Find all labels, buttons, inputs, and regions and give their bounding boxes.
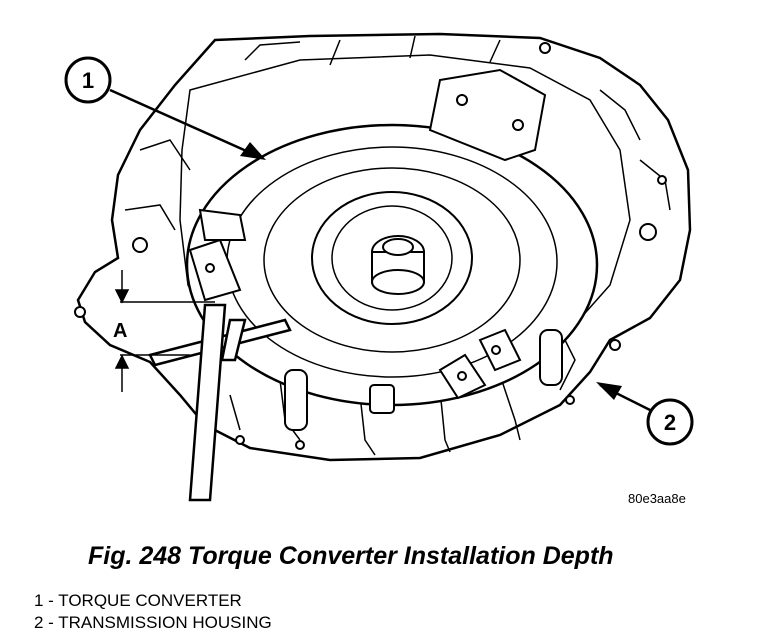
image-code: 80e3aa8e — [628, 491, 686, 506]
figure-legend: 1 - TORQUE CONVERTER 2 - TRANSMISSION HO… — [34, 590, 272, 634]
legend-item-1: 1 - TORQUE CONVERTER — [34, 591, 242, 610]
callout-2: 2 — [596, 382, 694, 446]
housing-bolt-holes — [74, 42, 667, 450]
callout-1: 1 — [64, 56, 266, 160]
dimension-a-indicator — [114, 270, 215, 392]
converter-lugs — [188, 208, 522, 400]
callout-2-number: 2 — [664, 410, 676, 435]
transmission-diagram: A 1 2 — [64, 32, 694, 502]
top-mounting-bracket — [428, 68, 547, 162]
legend-item-2: 2 - TRANSMISSION HOUSING — [34, 613, 272, 632]
dimension-a-label: A — [113, 320, 127, 342]
housing-bosses — [284, 329, 563, 431]
measuring-tool — [148, 303, 292, 502]
converter-hub — [371, 235, 425, 295]
figure-caption: Fig. 248 Torque Converter Installation D… — [88, 542, 614, 570]
callout-1-number: 1 — [82, 68, 94, 93]
